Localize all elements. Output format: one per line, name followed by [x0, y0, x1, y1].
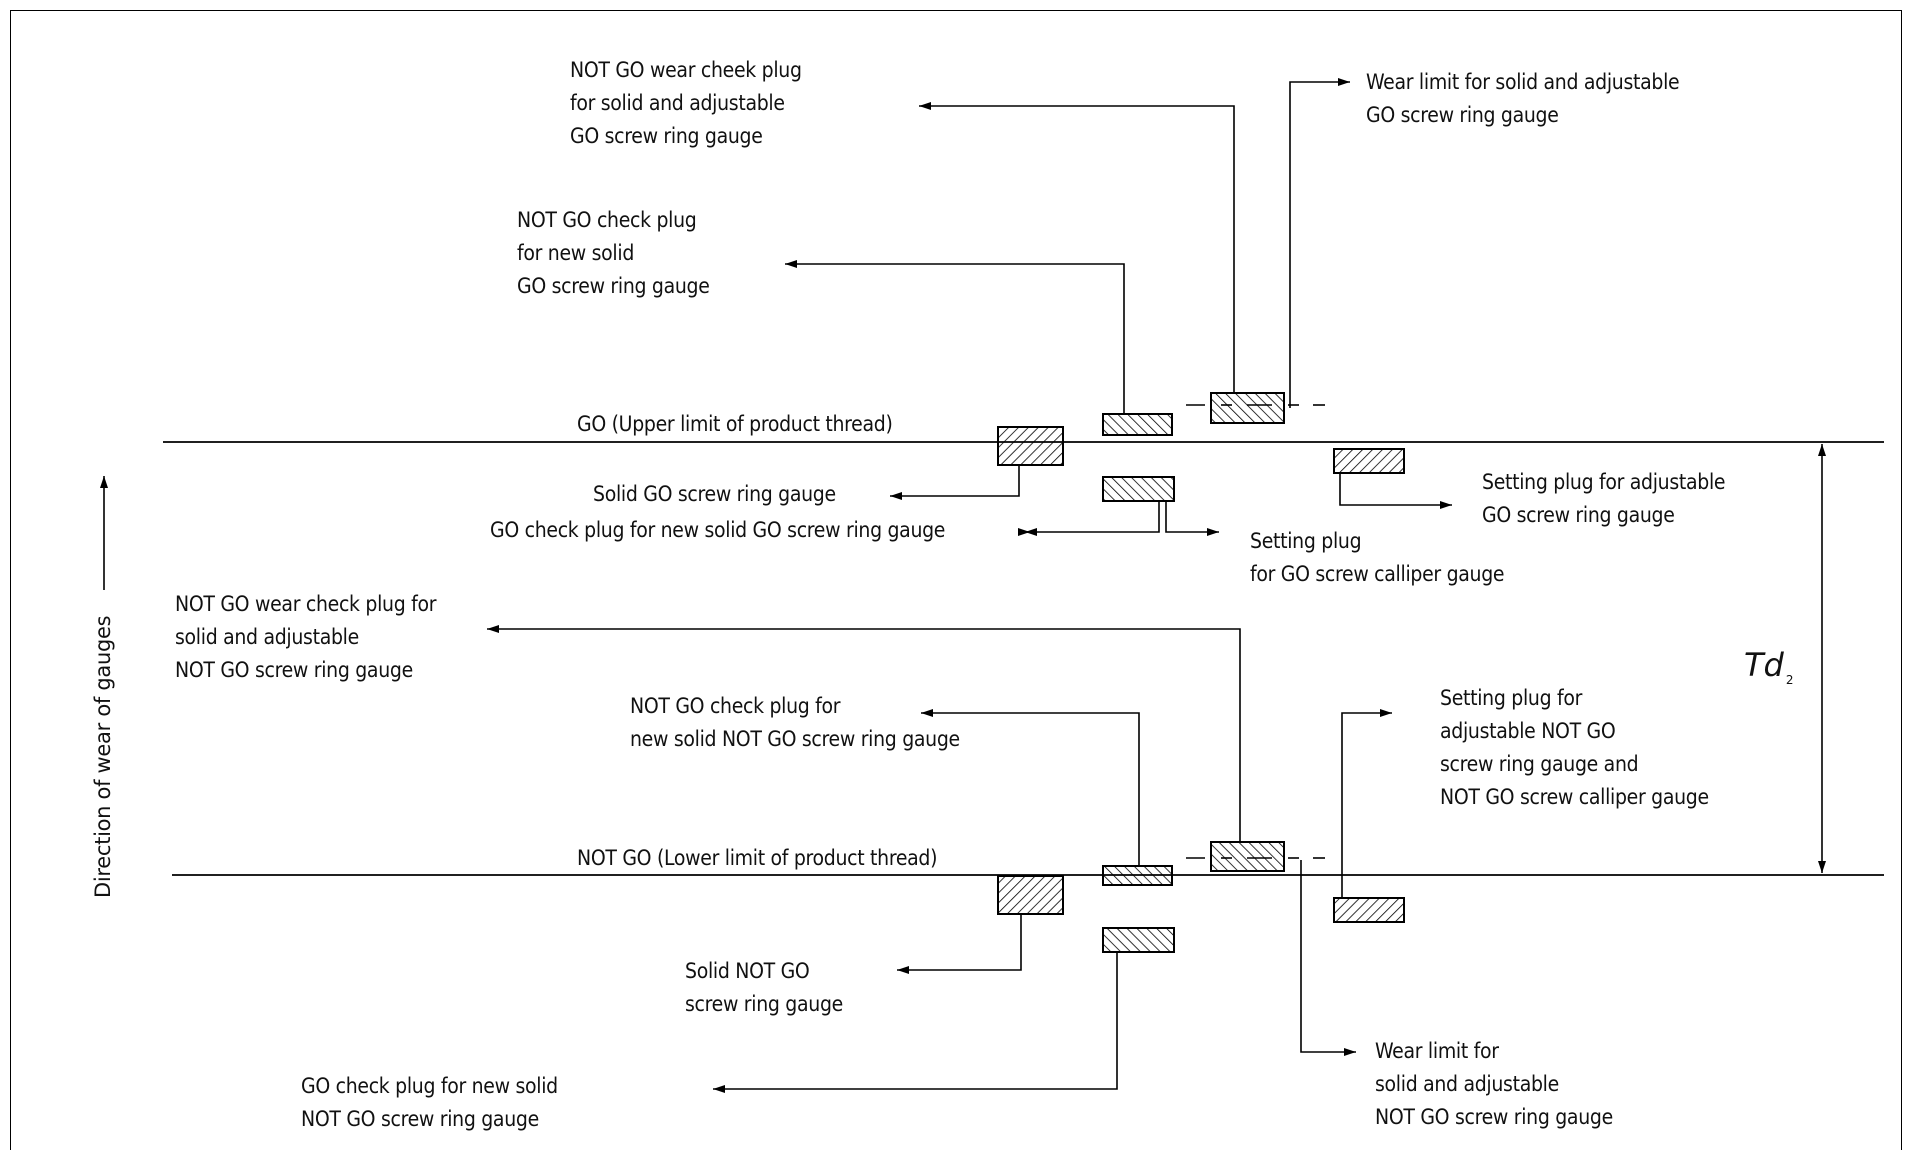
- leader-solid-go-ring: [890, 465, 1020, 500]
- go-check-plug-new-solid-not-go-box: [1102, 927, 1175, 953]
- label-not-go-check-plug-new-solid-not-go: NOT GO check plug for new solid NOT GO s…: [630, 694, 960, 751]
- label-not-go-wear-cheek-plug-go: NOT GO wear cheek plug for solid and adj…: [570, 58, 802, 148]
- label-not-go-wear-check-plug-not-go: NOT GO wear check plug for solid and adj…: [175, 592, 437, 682]
- label-solid-not-go-ring: Solid NOT GO screw ring gauge: [685, 959, 843, 1016]
- direction-of-wear-label: Direction of wear of gauges: [91, 615, 115, 898]
- label-setting-plug-adjustable-go: Setting plug for adjustable GO screw rin…: [1482, 470, 1726, 527]
- setting-plug-adjustable-go-box: [1333, 448, 1405, 474]
- leader-not-go-check-plug-new-solid-go: [785, 260, 1125, 414]
- leader-go-check-plug-new-solid-go: [1025, 501, 1160, 536]
- label-go-check-plug-new-solid-go: GO check plug for new solid GO screw rin…: [490, 518, 946, 542]
- not-go-check-plug-new-solid-not-go-box: [1102, 865, 1173, 886]
- label-go-line: GO (Upper limit of product thread): [577, 412, 893, 436]
- leader-setting-plug-go-calliper: [1165, 501, 1219, 536]
- solid-not-go-ring-box: [997, 875, 1064, 915]
- leader-wear-limit-go: [1289, 78, 1350, 408]
- leader-setting-plug-adjustable-go: [1339, 473, 1452, 509]
- label-wear-limit-not-go: Wear limit for solid and adjustable NOT …: [1375, 1039, 1613, 1129]
- label-solid-go-ring: Solid GO screw ring gauge: [593, 482, 836, 506]
- leader-not-go-wear-check-plug-not-go: [487, 625, 1241, 842]
- drawing-frame: [10, 10, 1902, 1150]
- setting-plug-adjustable-not-go-box: [1333, 897, 1405, 923]
- leader-go-check-plug-new-solid-not-go: [713, 952, 1118, 1093]
- td-subscript: 2: [1785, 673, 1794, 687]
- label-not-go-line: NOT GO (Lower limit of product thread): [577, 846, 938, 870]
- label-not-go-check-plug-new-solid-go: NOT GO check plug for new solid GO screw…: [517, 208, 710, 298]
- leader-not-go-wear-cheek-plug: [919, 102, 1235, 393]
- label-setting-plug-adjustable-not-go: Setting plug for adjustable NOT GO screw…: [1440, 686, 1709, 809]
- leader-wear-limit-not-go: [1300, 860, 1356, 1056]
- leader-setting-plug-adjustable-not-go: [1341, 709, 1392, 898]
- label-go-check-plug-new-solid-not-go: GO check plug for new solid NOT GO screw…: [301, 1074, 558, 1131]
- go-wear-limit-box: [1210, 392, 1285, 424]
- solid-go-ring-box: [997, 426, 1064, 466]
- not-go-wear-limit-box: [1210, 841, 1285, 872]
- label-setting-plug-go-calliper: Setting plug for GO screw calliper gauge: [1250, 529, 1505, 586]
- td-symbol: Td: [1744, 646, 1784, 684]
- go-check-plug-new-solid-go-box: [1102, 476, 1175, 502]
- not-go-check-plug-new-solid-go-box: [1102, 413, 1173, 436]
- leader-not-go-check-plug-new-solid-not-go: [921, 709, 1140, 866]
- leader-solid-not-go-ring: [897, 914, 1022, 974]
- label-wear-limit-go: Wear limit for solid and adjustable GO s…: [1366, 70, 1680, 127]
